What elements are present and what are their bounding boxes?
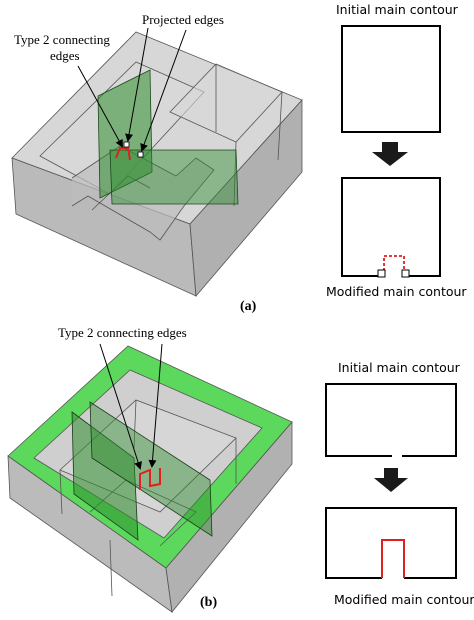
projected-plane-b-1 xyxy=(71,411,139,541)
initial-contour-b xyxy=(325,383,457,457)
label-connecting-a-2: edges xyxy=(50,48,80,63)
label-initial-contour-b: Initial main contour xyxy=(338,360,461,375)
connecting-edges-b xyxy=(139,468,161,490)
modified-contour-a-dotted xyxy=(383,255,405,276)
arrow-projected-a-1 xyxy=(125,27,149,142)
projected-edge-marker-2 xyxy=(137,151,144,158)
modified-contour-a-marker-2 xyxy=(401,269,410,278)
box-b-inner-edge-3 xyxy=(59,469,63,515)
modified-contour-a xyxy=(341,177,441,277)
label-modified-contour-a: Modified main contour xyxy=(326,284,467,299)
panel-b: Type 2 connecting edges (b) Initial main… xyxy=(7,325,474,613)
modified-contour-a-marker-1 xyxy=(377,269,386,278)
label-projected-a: Projected edges xyxy=(142,12,224,27)
arrow-connecting-b-2 xyxy=(148,343,163,468)
arrow-connecting-a xyxy=(77,65,123,148)
label-connecting-a-1: Type 2 connecting xyxy=(14,32,110,47)
projected-edge-marker-1 xyxy=(123,141,130,148)
down-arrow-b xyxy=(374,468,408,492)
box-a-inner-edge-2 xyxy=(277,91,283,161)
panel-a: Type 2 connecting edges Projected edges … xyxy=(11,2,467,314)
projected-plane-a-back xyxy=(97,69,153,199)
projected-plane-a-front xyxy=(109,149,239,205)
box-b-inner-edge-1 xyxy=(133,399,137,449)
box-b-3d xyxy=(7,345,293,613)
box-a-3d xyxy=(11,31,303,297)
arrow-projected-a-2 xyxy=(140,29,187,152)
label-initial-contour-a: Initial main contour xyxy=(336,2,459,17)
modified-contour-b-red xyxy=(381,539,405,578)
initial-contour-a xyxy=(341,25,441,133)
label-modified-contour-b: Modified main contour xyxy=(334,592,474,607)
connecting-edges-a xyxy=(115,147,131,161)
box-a-inner-edge-3 xyxy=(233,141,237,207)
box-b-inner-edge-4 xyxy=(109,539,113,597)
panel-b-label: (b) xyxy=(200,595,217,610)
panel-a-label: (a) xyxy=(240,299,257,314)
modified-contour-b xyxy=(325,507,457,579)
down-arrow-a xyxy=(372,142,408,166)
box-a-right-face xyxy=(189,98,303,297)
label-connecting-b: Type 2 connecting edges xyxy=(58,325,187,340)
arrow-connecting-b-1 xyxy=(99,343,142,470)
